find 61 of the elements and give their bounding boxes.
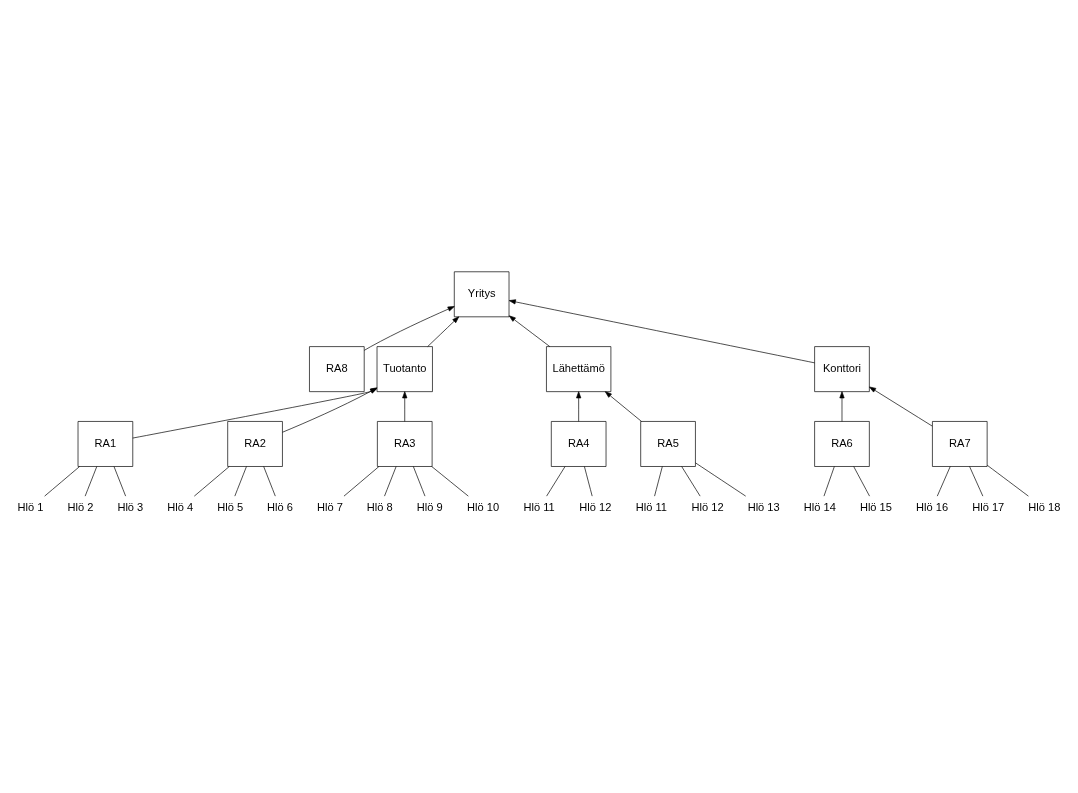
node-box: RA8 (309, 346, 365, 392)
node-text: Hlö 7 (316, 501, 343, 514)
node-box: Lähettämö (546, 346, 612, 392)
node-text: Hlö 16 (916, 501, 949, 514)
node-text: Hlö 11 (635, 501, 668, 514)
arrow (508, 299, 815, 364)
arrow (576, 391, 582, 422)
node-box: RA7 (932, 421, 988, 467)
node-text: Hlö 8 (366, 501, 393, 514)
node-box: RA1 (77, 421, 134, 467)
connector (654, 466, 663, 497)
arrow (869, 386, 933, 427)
arrow (604, 391, 642, 422)
connector (681, 466, 701, 497)
connector (263, 466, 276, 497)
connector (431, 466, 469, 497)
node-text: Hlö 17 (972, 501, 1005, 514)
connector (853, 466, 870, 497)
arrow (427, 316, 460, 347)
connector (234, 466, 247, 497)
connector (969, 466, 984, 497)
connector (584, 466, 593, 497)
connector (113, 466, 126, 497)
connector (695, 462, 747, 497)
node-box: RA3 (377, 421, 433, 467)
arrow (839, 391, 845, 422)
node-box: RA4 (550, 421, 607, 467)
arrow (363, 306, 455, 351)
node-text: Hlö 3 (117, 501, 144, 514)
connector (193, 466, 230, 497)
node-text: Hlö 1 (17, 501, 44, 514)
connector (936, 466, 951, 497)
connector (546, 466, 566, 497)
node-text: Hlö 2 (67, 501, 94, 514)
node-text: Hlö 15 (859, 501, 892, 514)
connector (413, 466, 426, 497)
connector (343, 466, 380, 497)
node-text: Hlö 14 (803, 501, 836, 514)
connector (384, 466, 397, 497)
node-text: Hlö 6 (267, 501, 293, 514)
arrow (402, 391, 408, 422)
node-text: Hlö 9 (416, 501, 443, 514)
connector (986, 464, 1029, 497)
node-text: Hlö 18 (1028, 501, 1061, 514)
node-box: Konttori (814, 346, 870, 392)
node-box: Tuotanto (376, 346, 433, 392)
connector (84, 466, 98, 497)
node-text: Hlö 10 (467, 501, 500, 514)
node-box: RA6 (814, 421, 870, 467)
node-box: RA5 (640, 421, 696, 467)
node-text: Hlö 13 (747, 501, 780, 514)
node-box: RA2 (227, 421, 283, 467)
connector (823, 466, 835, 497)
node-text: Hlö 11 (523, 501, 555, 514)
node-text: Hlö 4 (167, 501, 194, 514)
node-text: Hlö 12 (579, 501, 612, 514)
node-box: Yritys (453, 271, 510, 318)
node-text: Hlö 12 (691, 501, 724, 514)
node-text: Hlö 5 (217, 501, 244, 514)
arrow (508, 315, 551, 347)
connector (44, 466, 80, 497)
